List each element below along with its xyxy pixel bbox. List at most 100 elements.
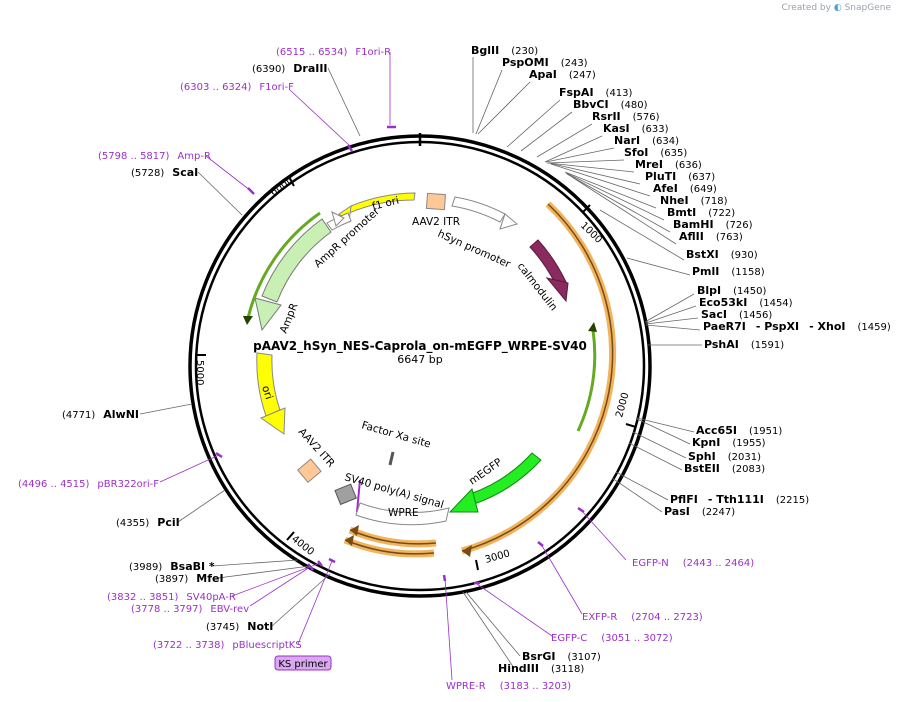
primer-pbr322ori-f[interactable]: (4496 .. 4515)pBR322ori-F [18, 479, 159, 490]
site-scai[interactable]: (5728)ScaI [131, 166, 198, 179]
plasmid-size: 6647 bp [397, 353, 442, 366]
site-apai[interactable]: ApaI(247) [529, 68, 596, 81]
site-bsabi[interactable]: (3989)BsaBI * [129, 560, 215, 573]
orf-inner-arrowhead [345, 535, 354, 546]
site-pflfi[interactable]: PflFI- Tth111I(2215) [670, 493, 809, 506]
leader-eco53ki [645, 305, 697, 324]
site-nari[interactable]: NarI(634) [614, 134, 679, 147]
credit-brand: SnapGene [844, 3, 891, 13]
site-nhei[interactable]: NheI(718) [660, 194, 728, 207]
site-bglii[interactable]: BglII(230) [471, 44, 538, 57]
tick-mark-1000 [582, 204, 591, 213]
primer-amp-r[interactable]: (5798 .. 5817)Amp-R [98, 151, 211, 162]
site-pluti[interactable]: PluTI(637) [645, 170, 715, 183]
site-kasi[interactable]: KasI(633) [603, 122, 669, 135]
feature-aav2-itr-top [425, 192, 447, 211]
leader-afei [550, 163, 651, 197]
site-bsteii[interactable]: BstEII(2083) [684, 462, 765, 475]
site-aflii[interactable]: AflII(763) [679, 230, 743, 243]
leader-pluti [548, 162, 641, 185]
leader-bamhi [566, 173, 671, 233]
tick-mark-6000 [288, 176, 295, 187]
primer-f1ori-f[interactable]: (6303 .. 6324)F1ori-F [180, 82, 294, 93]
site-noti[interactable]: (3745)NotI [206, 620, 273, 633]
feature-hsyn-promoter [451, 196, 506, 223]
site-pspomi[interactable]: PspOMI(243) [502, 56, 588, 69]
site-pmli[interactable]: PmlI(1158) [692, 265, 765, 278]
label-wpre: WPRE [388, 507, 419, 519]
site-blpi[interactable]: BlpI(1450) [697, 284, 766, 297]
leader-pbluescriptks [297, 560, 333, 645]
credit-prefix: Created by [781, 3, 831, 13]
primer-mark-ebv-rev [307, 563, 314, 571]
site-bstxi[interactable]: BstXI(930) [686, 248, 758, 261]
primer-exfp-r[interactable]: EXFP-R(2704 .. 2723) [582, 612, 703, 623]
primer-pbluescriptks[interactable]: (3722 .. 3738)pBluescriptKS [153, 640, 302, 651]
leader-pflfi [615, 471, 669, 501]
leader-pspomi [475, 69, 503, 135]
site-afei[interactable]: AfeI(649) [653, 182, 717, 195]
feature-ampr [261, 218, 332, 303]
site-pos-bglii: (230) [511, 46, 538, 57]
site-hindiii[interactable]: HindIII(3118) [498, 662, 584, 675]
site-eco53ki[interactable]: Eco53kI(1454) [699, 296, 793, 309]
orf-outer-arrowhead [462, 545, 472, 557]
site-kpni[interactable]: KpnI(1955) [692, 436, 766, 449]
primer-wpre-r[interactable]: WPRE-R(3183 .. 3203) [446, 681, 571, 692]
site-draiii[interactable]: (6390)DraIII [252, 62, 328, 75]
primer-egfp-n[interactable]: EGFP-N(2443 .. 2464) [632, 558, 754, 569]
site-pcii[interactable]: (4355)PciI [116, 516, 180, 529]
site-bmti[interactable]: BmtI(722) [667, 206, 735, 219]
site-pasi[interactable]: PasI(2247) [664, 505, 735, 518]
leader-mfei [217, 565, 311, 579]
site-pshai[interactable]: PshAI(1591) [704, 338, 784, 351]
site-bsrgi[interactable]: BsrGI(3107) [522, 650, 601, 663]
leader-amp-r [205, 155, 252, 192]
feature-sv40-primer-line [356, 479, 361, 513]
tick-label-6000: 6000 [268, 175, 295, 199]
feature-wpre [355, 502, 450, 526]
leader-bstxi [599, 209, 685, 261]
feature-hsyn-promoter-arrowhead [499, 213, 519, 230]
left-enzyme-labels: (6390)DraIII (5728)ScaI (4771)AlwNI (435… [62, 62, 328, 633]
label-hsyn-promoter: hSyn promoter [436, 228, 513, 271]
leader-bsrgi [465, 591, 521, 657]
site-sfoi[interactable]: SfoI(635) [624, 146, 687, 159]
feature-right-inner-arrowhead [588, 322, 597, 332]
leader-kpni [636, 418, 691, 445]
site-paer7i[interactable]: PaeR7I- PspXI- XhoI(1459) [703, 320, 891, 333]
primer-f1ori-r[interactable]: (6515 .. 6534)F1ori-R [276, 47, 391, 58]
ks-primer-badge[interactable]: KS primer [274, 655, 332, 671]
primer-sv40pa-r[interactable]: (3832 .. 3851)SV40pA-R [107, 592, 236, 603]
primer-mark-f1ori-f [346, 144, 354, 152]
site-acc65i[interactable]: Acc65I(1951) [696, 424, 782, 437]
leader-bbvci [520, 111, 573, 152]
site-saci[interactable]: SacI(1456) [701, 308, 772, 321]
site-bbvci[interactable]: BbvCI(480) [573, 98, 648, 111]
site-bamhi[interactable]: BamHI(726) [673, 218, 753, 231]
site-mfei[interactable]: (3897)MfeI [155, 572, 224, 585]
label-factor-xa: Factor Xa site [360, 419, 432, 450]
leader-nhei [564, 171, 657, 209]
backbone [188, 133, 652, 598]
site-sphi[interactable]: SphI(2031) [688, 450, 761, 463]
site-alwni[interactable]: (4771)AlwNI [62, 408, 139, 421]
primer-labels: (6515 .. 6534)F1ori-R (6303 .. 6324)F1or… [18, 47, 754, 692]
primer-egfp-c[interactable]: EGFP-C(3051 .. 3072) [551, 633, 673, 644]
feature-ori-arrowhead [259, 407, 286, 435]
ks-primer-label: KS primer [278, 659, 328, 670]
leader-noti [271, 573, 331, 627]
feature-ampr-arrowhead [254, 297, 282, 332]
site-fspai[interactable]: FspAI(413) [559, 86, 633, 99]
leader-apai [477, 81, 531, 135]
site-mrei[interactable]: MreI(636) [635, 158, 702, 171]
tick-label-4000: 4000 [289, 534, 316, 558]
feature-calmodulin-arrowhead [545, 277, 569, 303]
leader-pmli [626, 257, 691, 276]
primer-ebv-rev[interactable]: (3778 .. 3797)EBV-rev [131, 604, 249, 615]
tick-label-3000: 3000 [484, 548, 511, 566]
left-leader-lines [139, 67, 361, 627]
leader-egfp-n [580, 509, 627, 561]
site-rsrii[interactable]: RsrII(576) [592, 110, 660, 123]
